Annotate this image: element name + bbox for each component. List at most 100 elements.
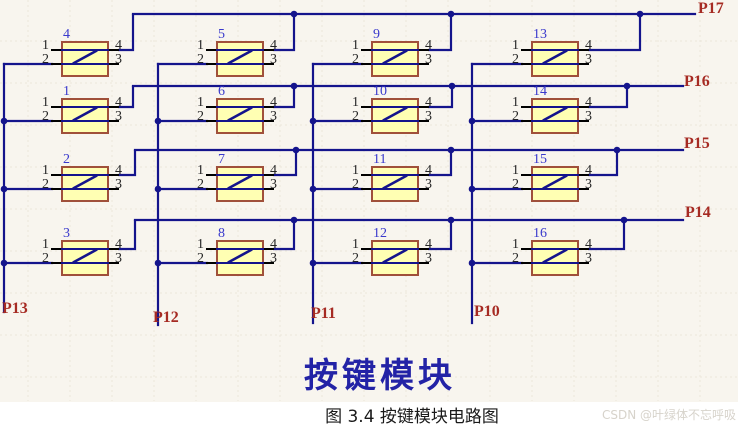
wire-pin4-connection: [273, 150, 298, 177]
junction-dot: [613, 146, 621, 154]
switch-body[interactable]: [61, 166, 109, 202]
junction-dot: [620, 216, 628, 224]
net-label-P14[interactable]: P14: [685, 204, 711, 221]
pin-number: 2: [197, 109, 204, 124]
switch-body[interactable]: [61, 240, 109, 276]
pin-number: 4: [270, 163, 277, 178]
switch-body[interactable]: [371, 98, 419, 134]
net-label-P11[interactable]: P11: [311, 305, 336, 322]
switch-body[interactable]: [531, 240, 579, 276]
switch-actuator: [72, 174, 98, 190]
pin-number: 2: [352, 109, 359, 124]
pin-number: 1: [512, 163, 519, 178]
pin-number: 2: [42, 52, 49, 67]
net-label-P15[interactable]: P15: [684, 135, 710, 152]
net-label-P16[interactable]: P16: [684, 73, 710, 90]
junction-dot: [154, 117, 162, 125]
junction-dot: [290, 82, 298, 90]
junction-dot: [0, 117, 8, 125]
switch-actuator: [382, 174, 408, 190]
pin-number: 4: [425, 38, 432, 53]
switch-actuator: [542, 49, 568, 65]
pin-number: 2: [352, 177, 359, 192]
pin-number: 1: [42, 163, 49, 178]
pin-number: 4: [425, 163, 432, 178]
switch-body[interactable]: [216, 41, 264, 77]
wire-pin4-connection: [118, 86, 135, 109]
figure-caption: 图 3.4 按键模块电路图: [325, 407, 499, 427]
pin-number: 4: [270, 237, 277, 252]
wire-pin4-connection: [118, 150, 137, 177]
wire-pin4-connection: [428, 220, 453, 251]
switch-body[interactable]: [216, 98, 264, 134]
pin-number: 1: [352, 163, 359, 178]
pin-number: 1: [42, 237, 49, 252]
wire-pin4-connection: [273, 86, 296, 109]
pin-number: 1: [197, 38, 204, 53]
pin-number: 4: [425, 237, 432, 252]
net-label-P13[interactable]: P13: [2, 300, 28, 317]
switch-actuator: [382, 49, 408, 65]
switch-body[interactable]: [61, 41, 109, 77]
switch-body[interactable]: [61, 98, 109, 134]
junction-dot: [448, 82, 456, 90]
schematic-title: 按键模块: [304, 356, 456, 396]
switch-body[interactable]: [216, 240, 264, 276]
pin-number: 1: [197, 237, 204, 252]
pin-number: 2: [197, 177, 204, 192]
switch-body[interactable]: [371, 240, 419, 276]
pin-number: 2: [512, 109, 519, 124]
switch-actuator: [382, 106, 408, 122]
switch-body[interactable]: [371, 166, 419, 202]
pin-number: 1: [352, 237, 359, 252]
pin-number: 3: [585, 52, 592, 67]
junction-dot: [447, 216, 455, 224]
switch-body[interactable]: [371, 41, 419, 77]
switch-actuator: [227, 248, 253, 264]
designator: 9: [373, 27, 380, 42]
switch-body[interactable]: [531, 41, 579, 77]
pin-number: 3: [270, 109, 277, 124]
wire-pin4-connection: [273, 220, 296, 251]
junction-dot: [154, 259, 162, 267]
switch-body[interactable]: [216, 166, 264, 202]
junction-dot: [623, 82, 631, 90]
switch-actuator: [542, 174, 568, 190]
pin-number: 4: [270, 95, 277, 110]
pin-number: 4: [585, 163, 592, 178]
junction-dot: [309, 117, 317, 125]
net-label-P12[interactable]: P12: [153, 309, 179, 326]
junction-dot: [468, 185, 476, 193]
net-label-P10[interactable]: P10: [474, 303, 500, 320]
designator: 10: [373, 84, 387, 99]
pin-number: 2: [352, 52, 359, 67]
pin-number: 4: [115, 95, 122, 110]
switch-body[interactable]: [531, 98, 579, 134]
pin-number: 2: [352, 251, 359, 266]
designator: 15: [533, 152, 547, 167]
switch-body[interactable]: [531, 166, 579, 202]
net-label-P17[interactable]: P17: [698, 0, 724, 17]
schematic-background: [0, 0, 738, 402]
pin-number: 2: [197, 52, 204, 67]
pin-number: 4: [115, 163, 122, 178]
junction-dot: [0, 259, 8, 267]
pin-number: 3: [585, 251, 592, 266]
